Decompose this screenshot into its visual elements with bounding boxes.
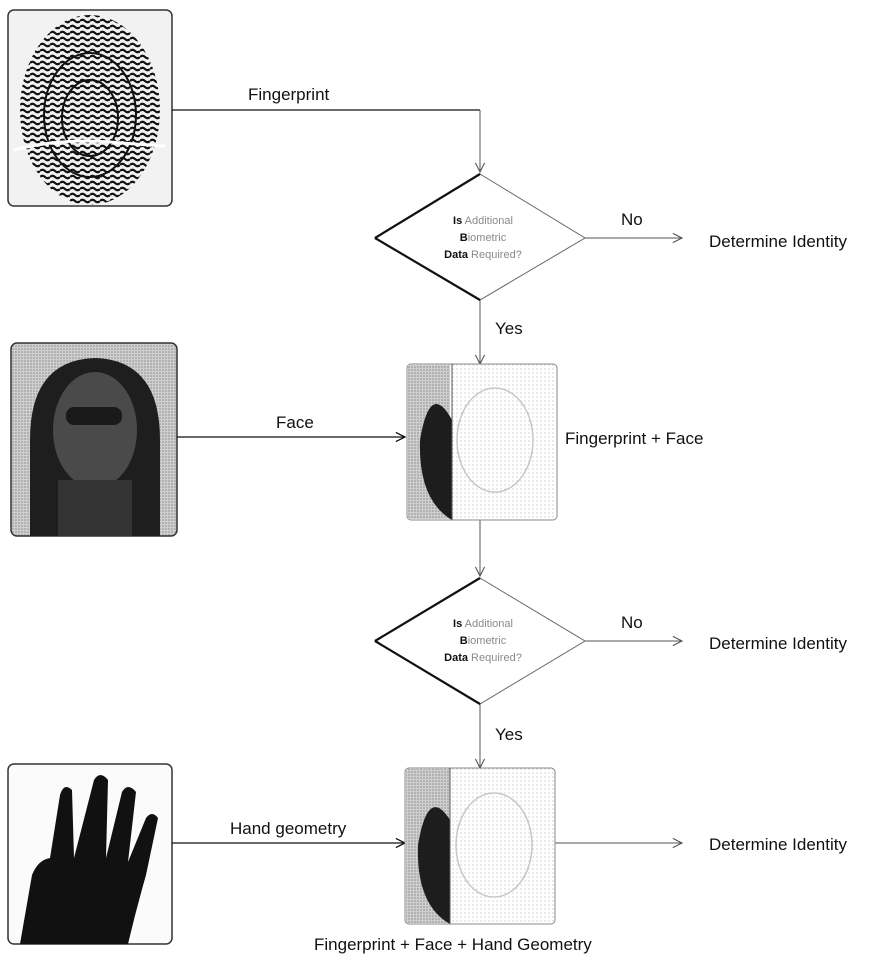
fusion-1-composite-image [406, 363, 558, 521]
result-3-label: Determine Identity [709, 835, 847, 854]
face-label: Face [276, 413, 314, 432]
decision-1-no-label: No [621, 210, 643, 229]
decision-1-yes-label: Yes [495, 319, 523, 338]
decision-diamond-1 [374, 173, 586, 301]
decision-2-no-label: No [621, 613, 643, 632]
fingerprint-image [7, 9, 173, 207]
decision-2-yes-label: Yes [495, 725, 523, 744]
fusion-1-label: Fingerprint + Face [565, 429, 703, 448]
decision-2-line-1: Is Additional [453, 618, 513, 630]
decision-diamond-2 [374, 577, 586, 705]
result-1-label: Determine Identity [709, 232, 847, 251]
decision-2-line-3: Data Required? [444, 652, 522, 664]
decision-1-line-1: Is Additional [453, 215, 513, 227]
fusion-2-label: Fingerprint + Face + Hand Geometry [314, 935, 592, 954]
hand-geometry-label: Hand geometry [230, 819, 347, 838]
face-image [10, 342, 178, 537]
decision-2-line-2: Biometric [460, 635, 507, 647]
decision-1-line-2: Biometric [460, 232, 507, 244]
hand-image [7, 763, 173, 945]
fusion-2-composite-image [404, 767, 556, 925]
result-2-label: Determine Identity [709, 634, 847, 653]
fingerprint-label: Fingerprint [248, 85, 330, 104]
decision-1-line-3: Data Required? [444, 249, 522, 261]
